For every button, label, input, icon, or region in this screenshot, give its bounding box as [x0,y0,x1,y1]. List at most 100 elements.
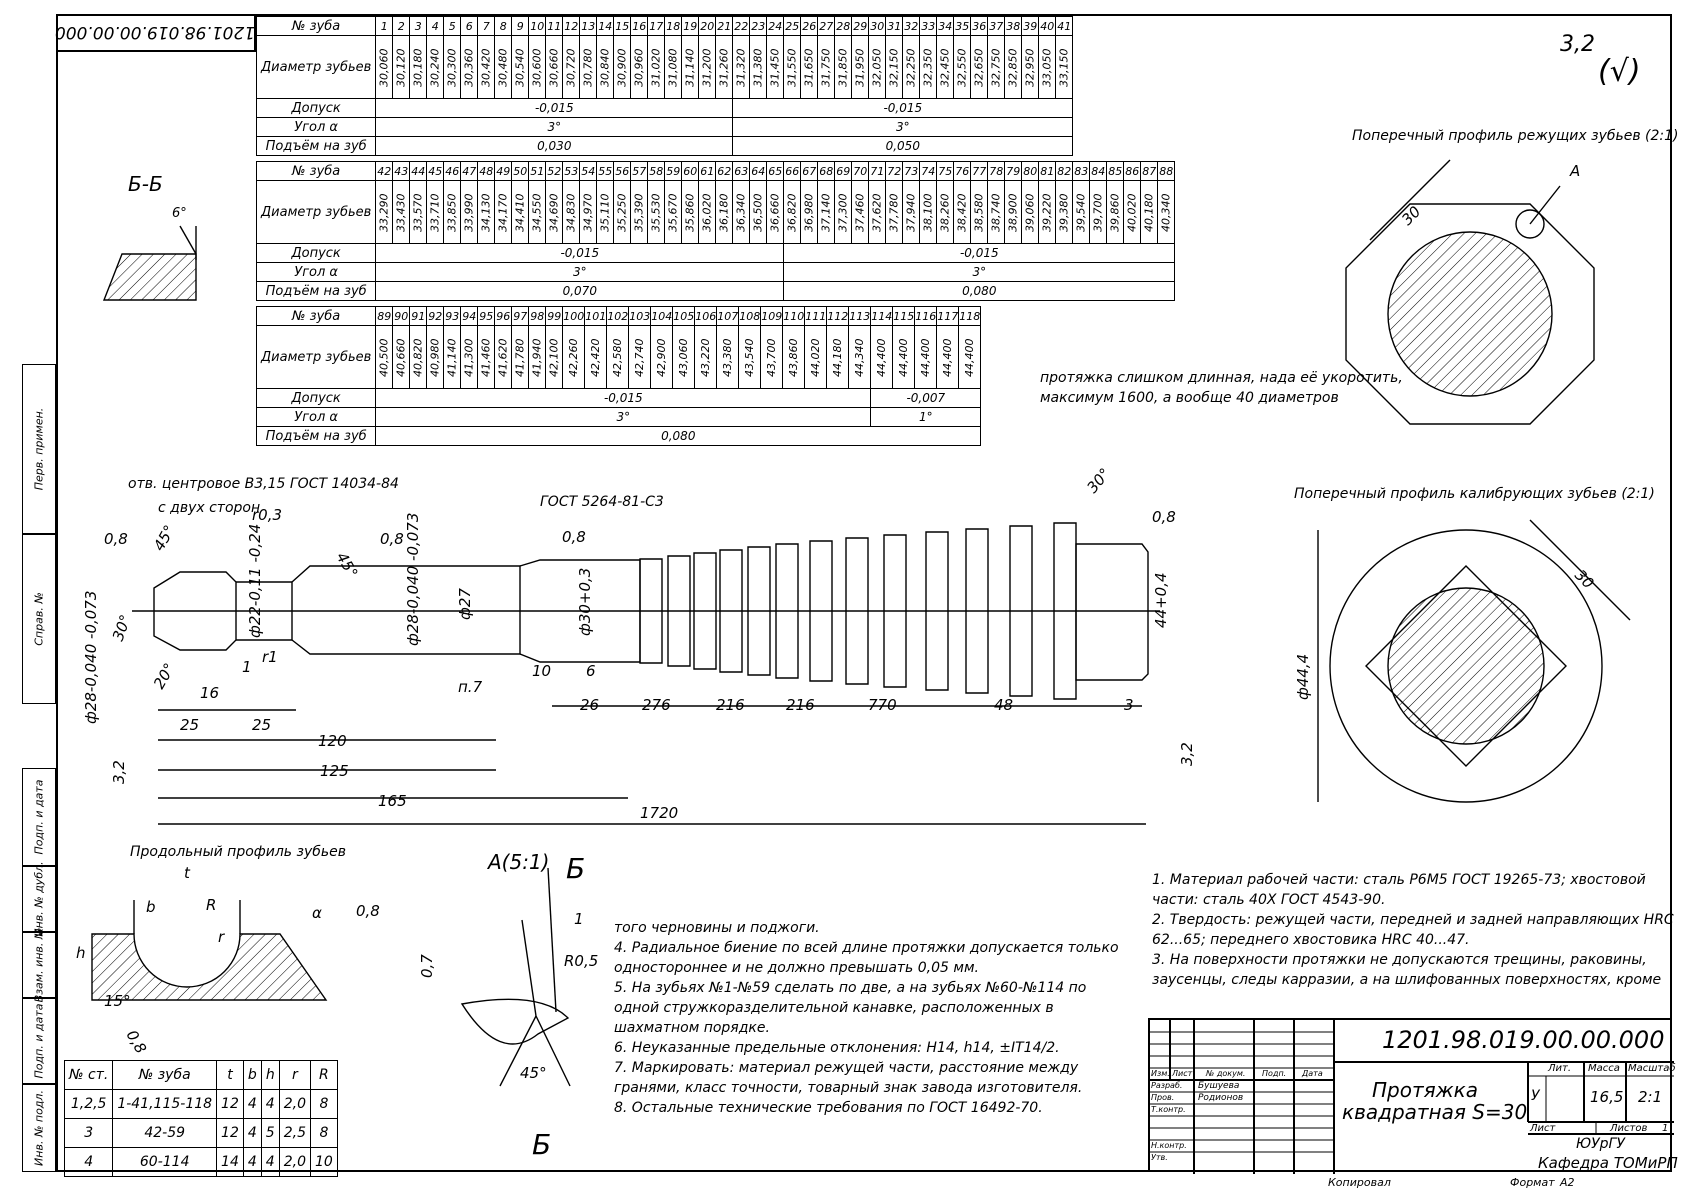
diameter-label: ф22-0,11 -0,24 [246,524,264,638]
section-bb-sketch [102,225,197,301]
tooth-number: 5 [443,16,462,36]
tooth-number: 23 [749,16,768,36]
stamp-row-approve: Утв. [1151,1153,1168,1162]
stamp-lit: Лит. [1548,1063,1572,1074]
roughness-mark: 0,8 [1152,508,1176,526]
radius-label: r1 [262,648,278,666]
params-cell: 1,2,5 [63,1089,114,1119]
tooth-number: 11 [545,16,564,36]
tooth-number: 42 [375,161,394,181]
tooth-number: 32 [902,16,921,36]
tooth-number: 38 [1004,16,1023,36]
tooth-number: 45 [426,161,445,181]
tooth-number: 109 [760,306,784,326]
notes-mid: того черновины и поджоги.4. Радиальное б… [614,918,1119,1118]
calib-profile-sketch [1317,519,1631,803]
params-cell: 2,0 [278,1089,311,1119]
stamp-row-tcontr: Т.контр. [1151,1105,1186,1114]
tooth-number: 29 [851,16,870,36]
title-block: 1201.98.019.00.00.000 Протяжка квадратна… [1148,1018,1678,1174]
tooth-number: 93 [443,306,462,326]
stamp-col-date: Дата [1302,1069,1323,1078]
profile-label: R [206,896,216,914]
note-line: 62...65; переднего хвостовика HRC 40...4… [1152,932,1470,948]
note-line: 4. Радиальное биение по всей длине протя… [614,940,1119,956]
angle-label: 20° [150,660,179,692]
roughness-mark: 0,8 [562,528,586,546]
tooth-number: 74 [919,161,938,181]
dim: 216 [786,696,815,714]
tooth-number: 89 [375,306,394,326]
stamp-col-izm: Изм. [1151,1069,1170,1078]
stamp-col-sign: Подп. [1262,1069,1287,1078]
params-cell: 4 [63,1147,114,1177]
section-bb-angle: 6° [172,206,187,221]
note-line: одной стружкоразделительной канавке, рас… [614,1000,1054,1016]
tooth [925,531,949,691]
note-line: шахматном порядке. [614,1020,770,1036]
angle-header: Угол α [255,407,377,427]
stamp-mass-val: 16,5 [1590,1088,1624,1106]
center-hole-label: отв. центровое В3,15 ГОСТ 14034-84 [128,476,399,492]
tooth-number: 58 [647,161,666,181]
tooth [667,555,691,667]
title-block-grid [1150,1020,1674,1174]
diameter-label: ф27 [456,588,474,620]
tooth-number: 12 [562,16,581,36]
tooth-number: 57 [630,161,649,181]
side-cell-4: Инв. № дубл. [22,861,56,937]
note-line: 1. Материал рабочей части: сталь Р6М5 ГО… [1152,872,1646,888]
note-line: 8. Остальные технические требования по Г… [614,1100,1043,1116]
tooth [775,543,799,679]
tooth [809,540,833,682]
tooth-number: 30 [868,16,887,36]
params-cell: 2,0 [278,1147,311,1177]
tooth-number: 77 [970,161,989,181]
profile-label: b [146,898,156,916]
tooth-number: 15 [613,16,632,36]
tooth-number: 90 [392,306,411,326]
tooth-number: 36 [970,16,989,36]
detail-a-sketch [460,867,571,1087]
roughness-mark: 3,2 [1178,742,1196,766]
profile-label: 0,8 [356,902,380,920]
diameter-label: ф28-0,040 -0,073 [404,513,422,646]
params-cell: 8 [309,1089,338,1119]
tooth-number: 56 [613,161,632,181]
stamp-name-2: квадратная S=30 [1342,1100,1528,1124]
tooth-number: 62 [715,161,734,181]
note-line: заусенцы, следы карразии, а на шлифованн… [1152,972,1662,988]
side-cell-2: Справ. № [22,534,56,704]
tooth-number: 47 [460,161,479,181]
tooth [883,534,907,688]
note-line: 7. Маркировать: материал режущей части, … [614,1060,1079,1076]
detail-a-section-top: Б [566,852,586,885]
long-profile-title: Продольный профиль зубьев [130,844,346,860]
cutting-profile-sketch [1345,159,1595,425]
diameter-header: Диаметр зубьев [255,35,377,99]
stamp-sheets: Листов [1610,1123,1648,1134]
tooth [1053,522,1077,700]
tooth-number: 92 [426,306,445,326]
tooth-number: 2 [392,16,411,36]
copied-label: Копировал [1328,1176,1391,1189]
stamp-scale: Масштаб [1628,1063,1676,1074]
stamp-row-dev: Разраб. [1151,1081,1183,1090]
tooth-number: 114 [870,306,894,326]
tooth-number: 22 [732,16,751,36]
params-header: № зуба [112,1060,218,1090]
rear-guide [1075,543,1149,681]
note-line: одностороннее и не должно превышать 0,05… [614,960,979,976]
params-header: № ст. [63,1060,114,1090]
profile-diam: ф44,4 [1294,654,1312,700]
rise-header: Подъём на зуб [255,281,377,301]
drawing-frame [56,14,1672,1172]
detail-dim: 1 [574,910,584,928]
diameter-label: ф28-0,040 -0,073 [82,591,100,724]
dim: 1720 [640,804,678,822]
dim: 276 [642,696,671,714]
tolerance-value: -0,015 [732,98,1074,118]
